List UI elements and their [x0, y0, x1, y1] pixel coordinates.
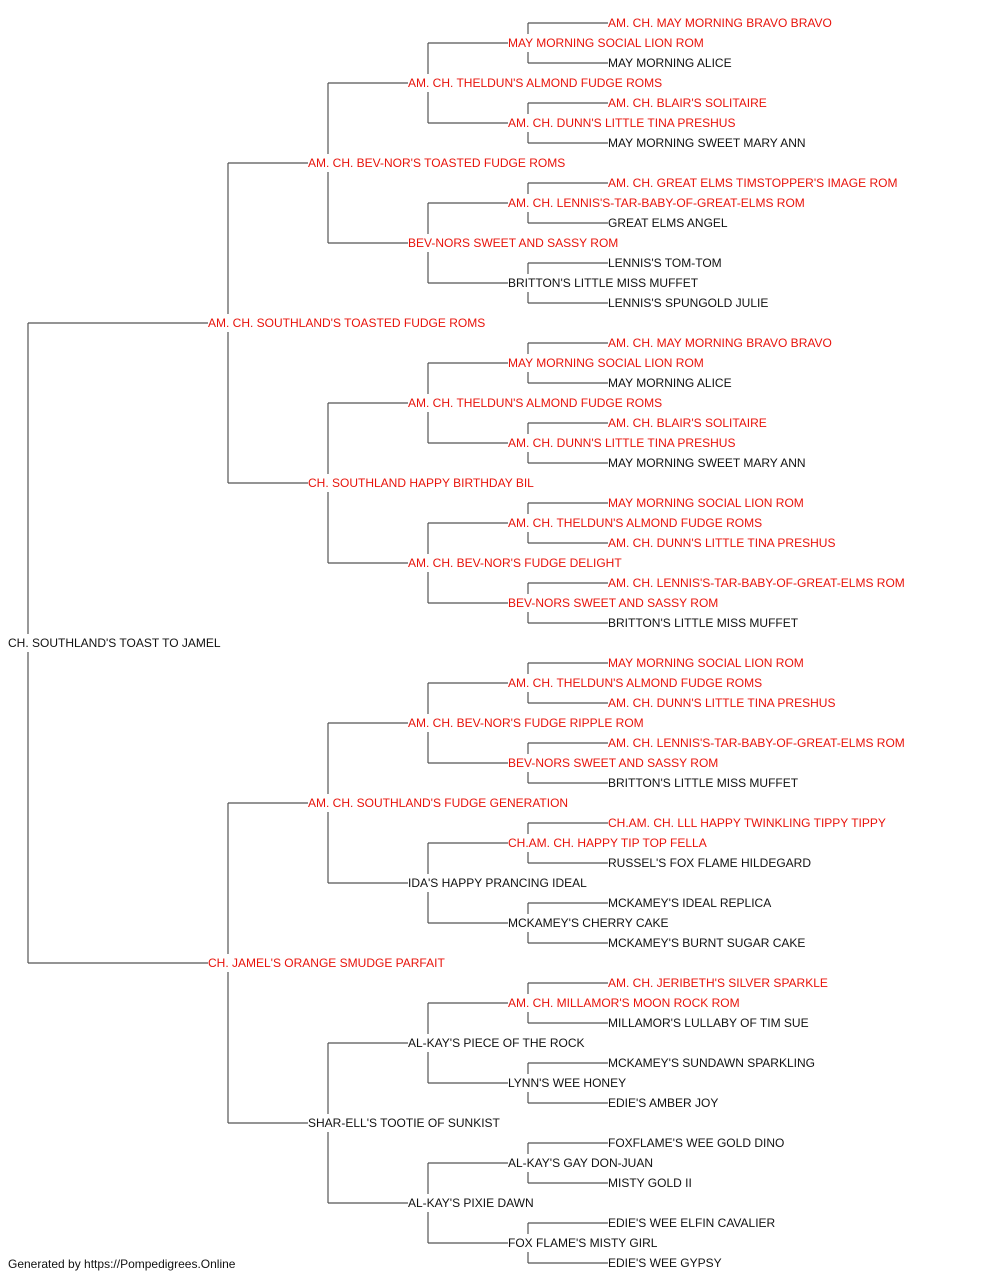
- ancestor-name: AM. CH. DUNN'S LITTLE TINA PRESHUS: [608, 696, 836, 710]
- ancestor-name: AM. CH. LENNIS'S-TAR-BABY-OF-GREAT-ELMS …: [608, 736, 905, 750]
- ancestor-name: AL-KAY'S PIECE OF THE ROCK: [408, 1036, 585, 1050]
- ancestor-name: AM. CH. BEV-NOR'S TOASTED FUDGE ROMS: [308, 156, 566, 170]
- ancestor-name: AM. CH. BEV-NOR'S FUDGE DELIGHT: [408, 556, 622, 570]
- ancestor-name: MILLAMOR'S LULLABY OF TIM SUE: [608, 1016, 809, 1030]
- ancestor-name: AM. CH. BEV-NOR'S FUDGE RIPPLE ROM: [408, 716, 644, 730]
- ancestor-name: AM. CH. JERIBETH'S SILVER SPARKLE: [608, 976, 828, 990]
- ancestor-name: MAY MORNING SOCIAL LION ROM: [608, 496, 804, 510]
- ancestor-name: AM. CH. BLAIR'S SOLITAIRE: [608, 416, 767, 430]
- ancestor-name: AM. CH. BLAIR'S SOLITAIRE: [608, 96, 767, 110]
- ancestor-name: AL-KAY'S PIXIE DAWN: [408, 1196, 534, 1210]
- ancestor-name: AM. CH. LENNIS'S-TAR-BABY-OF-GREAT-ELMS …: [508, 196, 805, 210]
- ancestor-name: BEV-NORS SWEET AND SASSY ROM: [408, 236, 619, 250]
- ancestor-name: LYNN'S WEE HONEY: [508, 1076, 627, 1090]
- ancestor-name: BRITTON'S LITTLE MISS MUFFET: [508, 276, 699, 290]
- ancestor-name: AM. CH. THELDUN'S ALMOND FUDGE ROMS: [408, 396, 663, 410]
- ancestor-name: AM. CH. DUNN'S LITTLE TINA PRESHUS: [508, 116, 736, 130]
- subject-dog-name: CH. SOUTHLAND'S TOAST TO JAMEL: [8, 636, 221, 650]
- ancestor-name: AL-KAY'S GAY DON-JUAN: [508, 1156, 653, 1170]
- ancestor-name: BRITTON'S LITTLE MISS MUFFET: [608, 776, 799, 790]
- ancestor-name: EDIE'S WEE ELFIN CAVALIER: [608, 1216, 776, 1230]
- ancestor-name: MAY MORNING ALICE: [608, 376, 732, 390]
- ancestor-name: AM. CH. GREAT ELMS TIMSTOPPER'S IMAGE RO…: [608, 176, 898, 190]
- ancestor-name: CH.AM. CH. LLL HAPPY TWINKLING TIPPY TIP…: [608, 816, 886, 830]
- ancestor-name: EDIE'S AMBER JOY: [608, 1096, 719, 1110]
- ancestor-name: CH. JAMEL'S ORANGE SMUDGE PARFAIT: [208, 956, 445, 970]
- ancestor-name: CH. SOUTHLAND HAPPY BIRTHDAY BIL: [308, 476, 534, 490]
- ancestor-name: AM. CH. SOUTHLAND'S FUDGE GENERATION: [308, 796, 569, 810]
- ancestor-name: SHAR-ELL'S TOOTIE OF SUNKIST: [308, 1116, 500, 1130]
- ancestor-name: AM. CH. MILLAMOR'S MOON ROCK ROM: [508, 996, 740, 1010]
- ancestor-name: MCKAMEY'S CHERRY CAKE: [508, 916, 669, 930]
- ancestor-name: CH.AM. CH. HAPPY TIP TOP FELLA: [508, 836, 707, 850]
- ancestor-name: AM. CH. THELDUN'S ALMOND FUDGE ROMS: [508, 676, 763, 690]
- ancestor-name: IDA'S HAPPY PRANCING IDEAL: [408, 876, 587, 890]
- ancestor-name: LENNIS'S TOM-TOM: [608, 256, 722, 270]
- ancestor-name: FOXFLAME'S WEE GOLD DINO: [608, 1136, 785, 1150]
- ancestor-name: MAY MORNING SOCIAL LION ROM: [508, 36, 704, 50]
- ancestor-name: FOX FLAME'S MISTY GIRL: [508, 1236, 658, 1250]
- ancestor-name: BEV-NORS SWEET AND SASSY ROM: [508, 756, 719, 770]
- ancestor-name: AM. CH. DUNN'S LITTLE TINA PRESHUS: [608, 536, 836, 550]
- ancestor-name: MISTY GOLD II: [608, 1176, 692, 1190]
- ancestor-name: BRITTON'S LITTLE MISS MUFFET: [608, 616, 799, 630]
- ancestor-name: RUSSEL'S FOX FLAME HILDEGARD: [608, 856, 812, 870]
- ancestor-name: EDIE'S WEE GYPSY: [608, 1256, 722, 1270]
- ancestor-name: GREAT ELMS ANGEL: [608, 216, 728, 230]
- ancestor-name: AM. CH. THELDUN'S ALMOND FUDGE ROMS: [408, 76, 663, 90]
- ancestor-name: AM. CH. DUNN'S LITTLE TINA PRESHUS: [508, 436, 736, 450]
- ancestor-name: MCKAMEY'S BURNT SUGAR CAKE: [608, 936, 806, 950]
- ancestor-name: AM. CH. THELDUN'S ALMOND FUDGE ROMS: [508, 516, 763, 530]
- ancestor-name: LENNIS'S SPUNGOLD JULIE: [608, 296, 769, 310]
- ancestor-name: AM. CH. SOUTHLAND'S TOASTED FUDGE ROMS: [208, 316, 486, 330]
- ancestor-name: MAY MORNING SOCIAL LION ROM: [508, 356, 704, 370]
- ancestor-name: MAY MORNING SWEET MARY ANN: [608, 456, 806, 470]
- ancestor-name: MAY MORNING SOCIAL LION ROM: [608, 656, 804, 670]
- ancestor-name: AM. CH. LENNIS'S-TAR-BABY-OF-GREAT-ELMS …: [608, 576, 905, 590]
- ancestor-name: MCKAMEY'S IDEAL REPLICA: [608, 896, 772, 910]
- ancestor-name: BEV-NORS SWEET AND SASSY ROM: [508, 596, 719, 610]
- ancestor-name: AM. CH. MAY MORNING BRAVO BRAVO: [608, 336, 832, 350]
- ancestor-name: AM. CH. MAY MORNING BRAVO BRAVO: [608, 16, 832, 30]
- ancestor-name: MAY MORNING SWEET MARY ANN: [608, 136, 806, 150]
- footer-credit: Generated by https://Pompedigrees.Online: [8, 1257, 236, 1271]
- ancestor-name: MCKAMEY'S SUNDAWN SPARKLING: [608, 1056, 815, 1070]
- ancestor-name: MAY MORNING ALICE: [608, 56, 732, 70]
